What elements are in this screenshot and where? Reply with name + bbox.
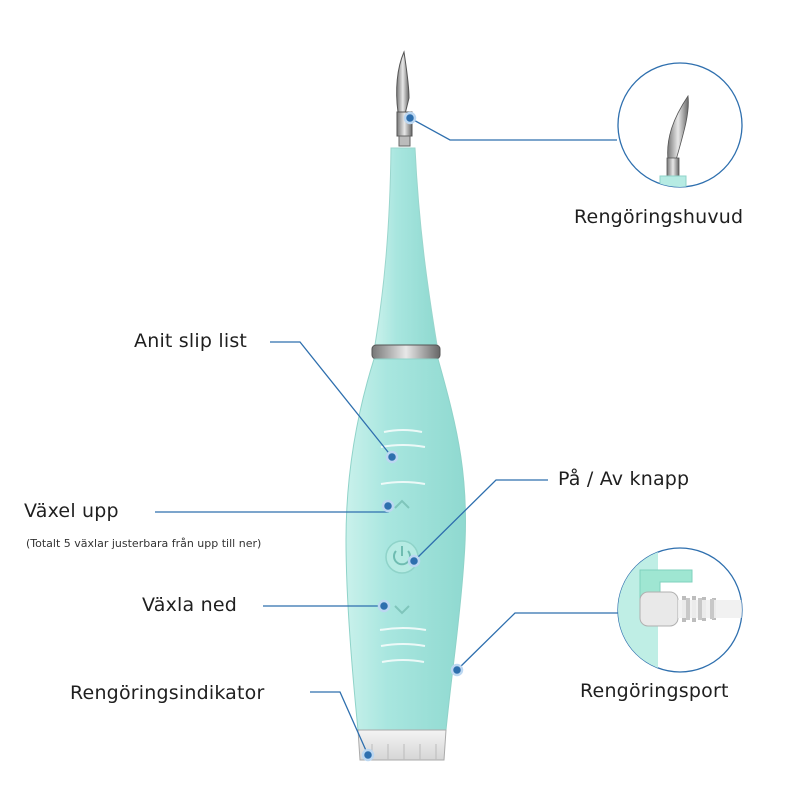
cleaning-head-zoom xyxy=(617,62,743,188)
callout-dots xyxy=(361,111,464,762)
gear-note: (Totalt 5 växlar justerbara från upp til… xyxy=(26,537,262,550)
cleaning-port-zoom xyxy=(617,547,743,673)
cleaning-head-label: Rengöringshuvud xyxy=(574,206,744,228)
gear-up-label: Växel upp xyxy=(24,500,119,522)
cleaning-port-label: Rengöringsport xyxy=(580,680,729,702)
cleaning-indicator-label: Rengöringsindikator xyxy=(70,682,265,704)
cleaning-tip xyxy=(396,50,413,147)
power-button-label: På / Av knapp xyxy=(558,468,690,490)
chevron-icon xyxy=(394,605,410,615)
power-icon xyxy=(393,546,411,566)
scaler-neck xyxy=(374,147,438,346)
chevron-icon xyxy=(394,499,410,509)
gear-down-label: Växla ned xyxy=(142,594,237,616)
chrome-ring xyxy=(371,344,441,360)
anti-slip-grooves xyxy=(379,429,427,663)
cleaning-indicator-base xyxy=(357,729,447,761)
anti-slip-label: Anit slip list xyxy=(134,330,248,352)
